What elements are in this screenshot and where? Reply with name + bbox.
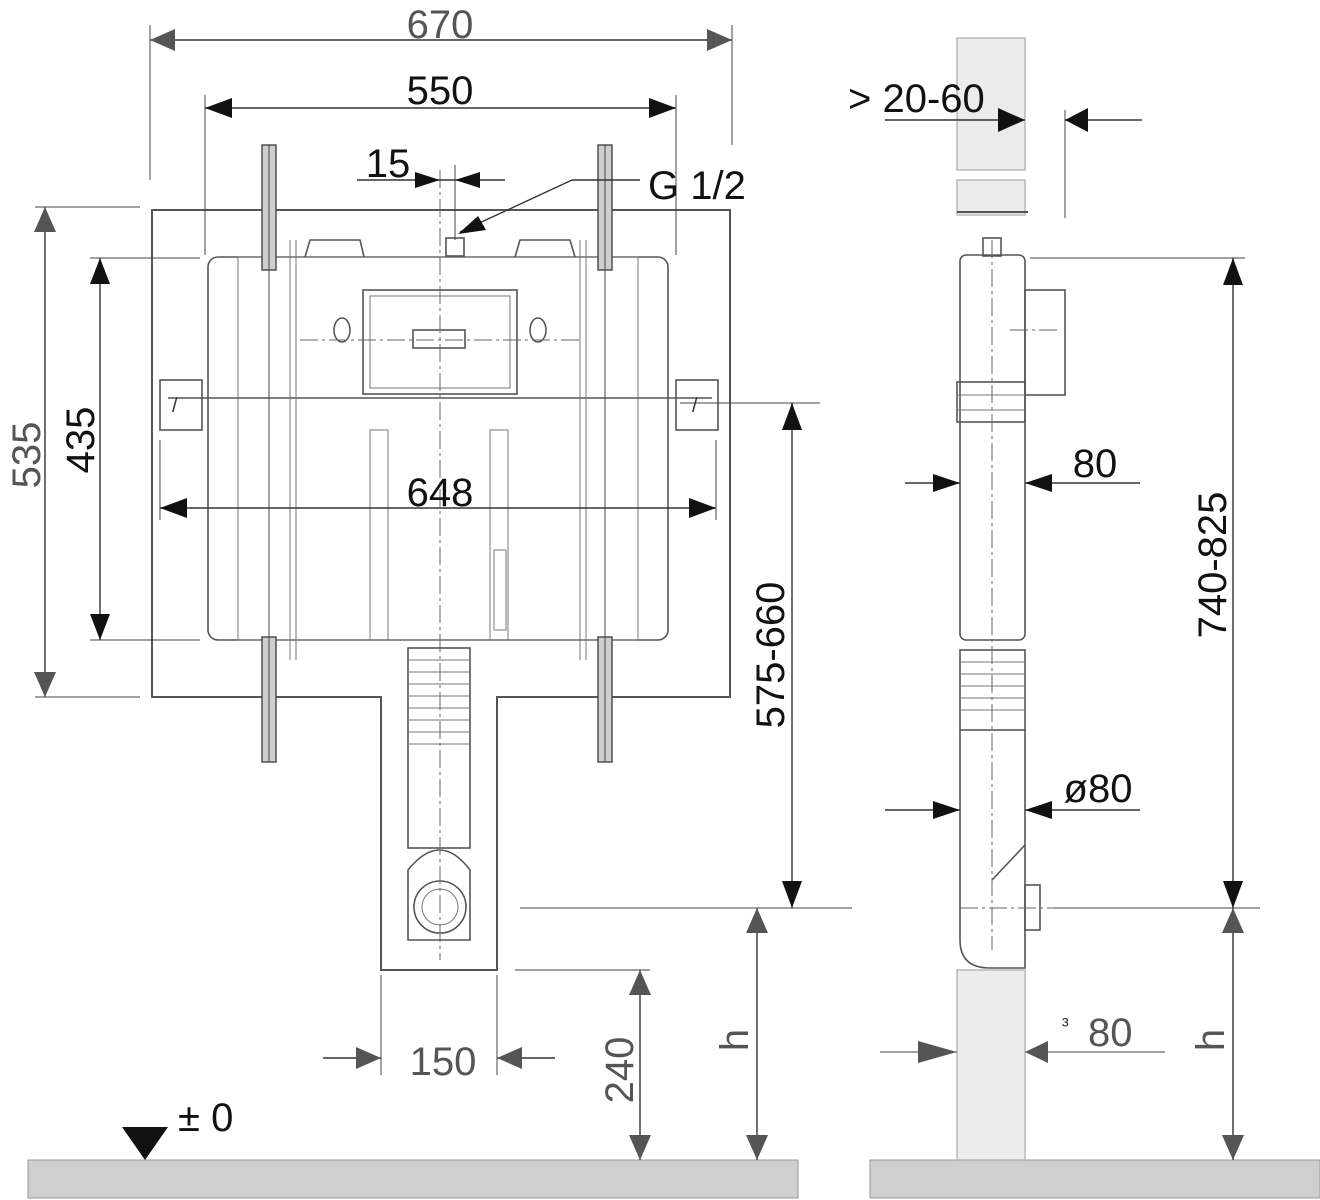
inlet-label: G 1/2 [648, 164, 746, 208]
dim-435: 435 [59, 407, 103, 474]
floor-level-marker-icon [122, 1127, 168, 1160]
wall-bottom [956, 969, 1026, 1161]
svg-text:/: / [692, 395, 698, 417]
cistern-body [207, 256, 669, 641]
dim-575-660: 575-660 [749, 582, 793, 729]
side-view: > 20-60 80 ø80 740-825 h ³ 80 [848, 37, 1260, 1161]
min-wall-prefix: ³ [1062, 1015, 1069, 1037]
dim-740-825: 740-825 [1191, 492, 1235, 639]
svg-text:/: / [172, 395, 178, 417]
dim-550: 550 [407, 69, 474, 113]
dim-150: 150 [410, 1040, 477, 1084]
dim-pipe-diameter: ø80 [1064, 767, 1133, 811]
dim-depth-80: 80 [1073, 442, 1118, 486]
dim-min-wall: 80 [1088, 1011, 1133, 1055]
floor-side [869, 1159, 1320, 1199]
dim-15: 15 [366, 142, 411, 186]
dim-670: 670 [407, 3, 474, 47]
dim-535: 535 [5, 422, 49, 489]
inlet-connector [445, 237, 465, 257]
wall-top [956, 37, 1026, 171]
dim-wall-gap: > 20-60 [848, 77, 985, 121]
floor-front [27, 1159, 799, 1199]
dim-h-front: h [713, 1029, 757, 1051]
flush-pipe [407, 647, 471, 849]
frame-outline [151, 209, 731, 971]
dim-h-side: h [1189, 1029, 1233, 1051]
dim-240: 240 [598, 1037, 642, 1104]
wall-mid [956, 179, 1026, 216]
front-view: // [5, 3, 852, 1160]
dim-648: 648 [407, 471, 474, 515]
floor-level-label: ± 0 [178, 1096, 233, 1140]
cistern-inner [237, 256, 639, 641]
